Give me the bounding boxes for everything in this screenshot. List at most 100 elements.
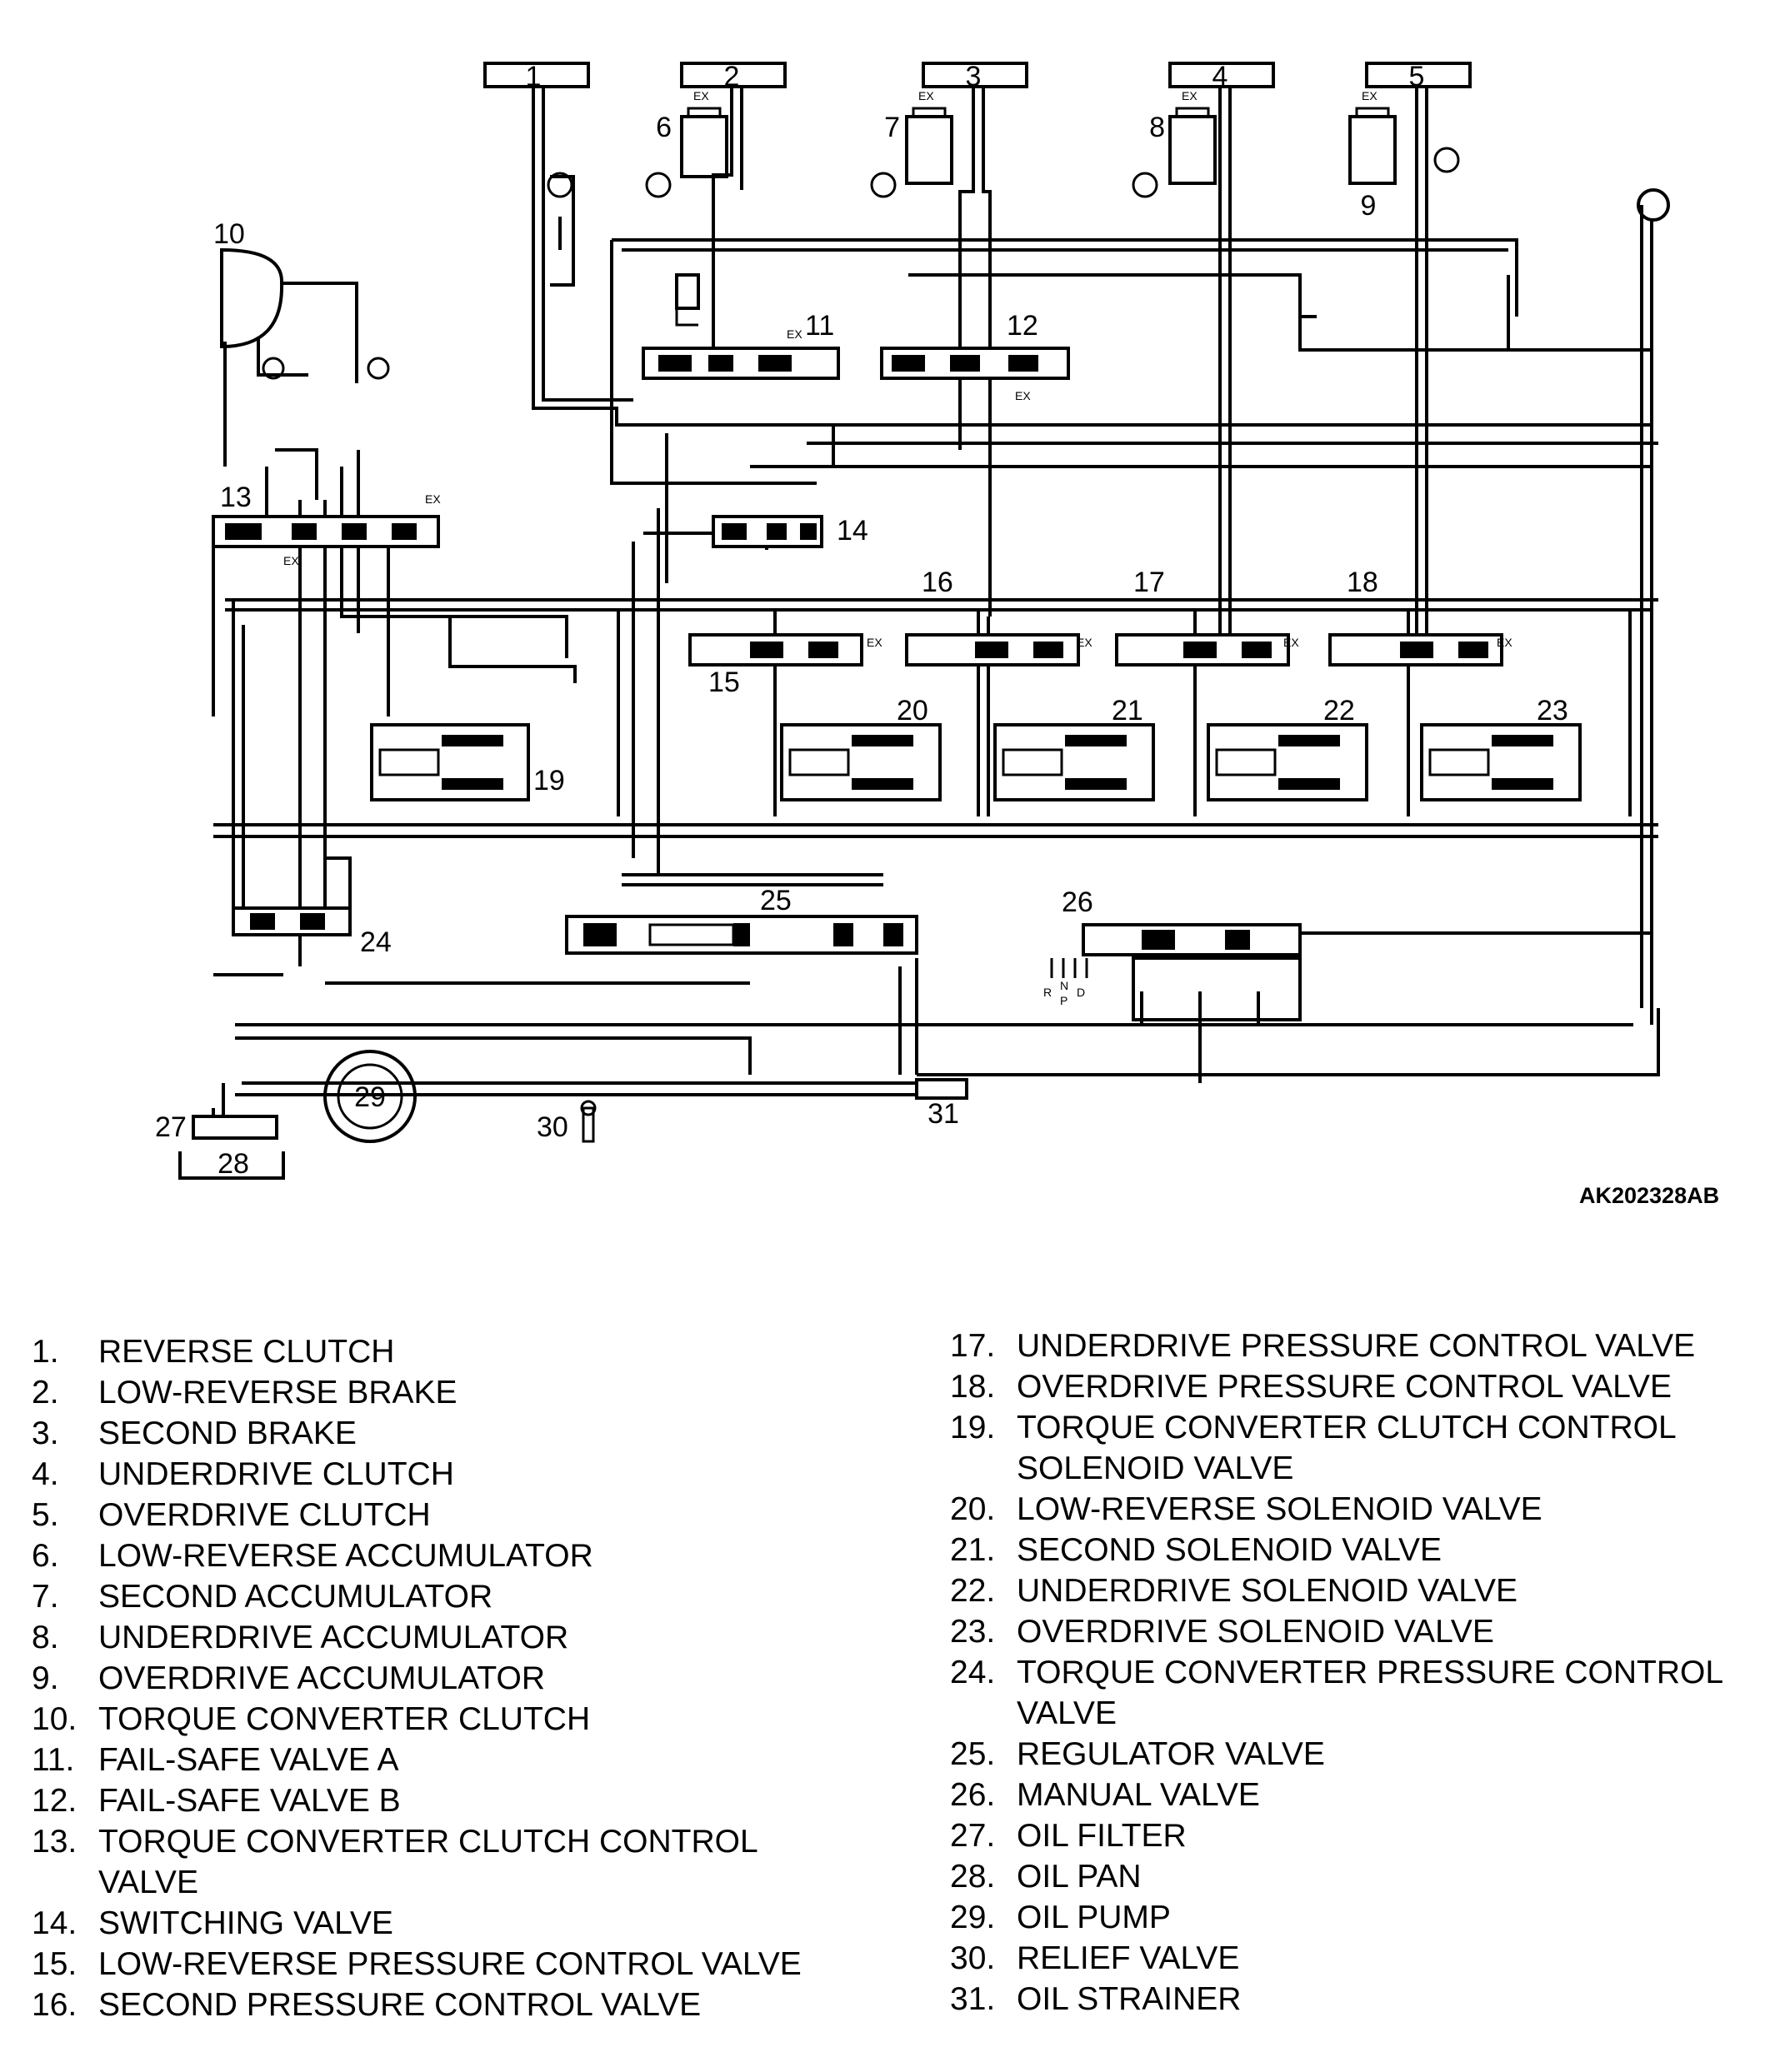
legend-item-number: 24.: [950, 1655, 996, 1690]
label-9: 9: [1361, 190, 1377, 222]
svg-text:EX: EX: [693, 89, 709, 102]
label-7: 7: [884, 112, 900, 143]
label-16: 16: [922, 567, 953, 598]
label-21: 21: [1112, 695, 1143, 726]
legend-item: 23.OVERDRIVE SOLENOID VALVE: [950, 1611, 1767, 1652]
legend-item-text: LOW-REVERSE ACCUMULATOR: [98, 1538, 593, 1574]
label-17: 17: [1133, 567, 1165, 598]
legend-item-text: OVERDRIVE CLUTCH: [98, 1497, 431, 1533]
shift-d: D: [1077, 986, 1085, 999]
svg-text:EX: EX: [425, 492, 441, 506]
label-4: 4: [1212, 61, 1228, 92]
legend-item-text: OIL FILTER: [1017, 1818, 1187, 1854]
legend-item: 24.TORQUE CONVERTER PRESSURE CONTROL VAL…: [950, 1652, 1767, 1734]
legend-item-number: 9.: [32, 1660, 59, 1696]
legend-item: 10. TORQUE CONVERTER CLUTCH: [32, 1699, 898, 1740]
legend-item: 19.TORQUE CONVERTER CLUTCH CONTROL SOLEN…: [950, 1407, 1767, 1489]
legend-item: 26. MANUAL VALVE: [950, 1775, 1767, 1815]
oil-pan: [178, 1151, 285, 1180]
legend-item-text: UNDERDRIVE CLUTCH: [98, 1456, 454, 1492]
tc-pressure-control-valve: [232, 856, 352, 936]
legend-item-number: 30.: [950, 1940, 996, 1976]
pump-and-reservoir: [178, 1050, 968, 1180]
legend-item: 22.UNDERDRIVE SOLENOID VALVE: [950, 1570, 1767, 1611]
legend-item-number: 16.: [32, 1987, 78, 2023]
solenoid-21: [993, 723, 1155, 801]
legend-item-text: FAIL-SAFE VALVE A: [98, 1742, 399, 1778]
legend-item-text: SECOND PRESSURE CONTROL VALVE: [98, 1987, 702, 2023]
top-boxes: 1 2 3 4 5: [483, 61, 1472, 92]
legend-item-number: 26.: [950, 1777, 996, 1813]
legend-item-text: UNDERDRIVE PRESSURE CONTROL VALVE: [1017, 1328, 1696, 1364]
legend-item-text: LOW-REVERSE PRESSURE CONTROL VALVE: [98, 1946, 802, 1982]
legend-item-text: OVERDRIVE ACCUMULATOR: [98, 1660, 545, 1696]
label-27: 27: [155, 1111, 187, 1143]
legend-item-text: LOW-REVERSE BRAKE: [98, 1375, 458, 1410]
legend-item-text: UNDERDRIVE ACCUMULATOR: [98, 1620, 569, 1655]
component-labels: 6 7 8 9 10 11 12 13 14 15 16 17 18 19 20…: [155, 112, 1568, 1180]
legend-item: 9. OVERDRIVE ACCUMULATOR: [32, 1658, 898, 1699]
label-14: 14: [837, 515, 868, 547]
legend-item-number: 22.: [950, 1573, 996, 1609]
legend-item-number: 1.: [32, 1334, 59, 1370]
label-1: 1: [526, 61, 542, 92]
legend-item: 11.FAIL-SAFE VALVE A: [32, 1740, 898, 1780]
label-18: 18: [1347, 567, 1378, 598]
legend-item-number: 3.: [32, 1415, 59, 1451]
legend-item-text: TORQUE CONVERTER CLUTCH CONTROL SOLENOID…: [1017, 1410, 1677, 1486]
legend-item-number: 31.: [950, 1981, 996, 2017]
legend-item-text: LOW-REVERSE SOLENOID VALVE: [1017, 1491, 1542, 1527]
shift-p: P: [1060, 994, 1068, 1007]
label-28: 28: [218, 1148, 249, 1180]
box-underdrive-clutch: [1168, 62, 1275, 88]
legend-item-text: MANUAL VALVE: [1017, 1777, 1260, 1813]
label-25: 25: [760, 885, 792, 916]
legend-item: 6.LOW-REVERSE ACCUMULATOR: [32, 1535, 898, 1576]
label-22: 22: [1323, 695, 1355, 726]
label-26: 26: [1062, 886, 1093, 918]
legend-item-number: 23.: [950, 1614, 996, 1650]
svg-text:EX: EX: [1015, 389, 1031, 402]
accumulator-8: EX: [1132, 89, 1217, 198]
tcc-control-valve: EX EX: [212, 492, 441, 567]
pcv-18: EX: [1328, 633, 1512, 667]
shift-r: R: [1043, 986, 1052, 999]
legend-item-text: OIL STRAINER: [1017, 1981, 1242, 2017]
solenoid-20: [780, 723, 942, 801]
label-2: 2: [724, 61, 740, 92]
legend-item-number: 13.: [32, 1824, 78, 1860]
legend-item-number: 17.: [950, 1328, 996, 1364]
hydraulic-circuit-diagram: 1 2 3 4 5 EX EX EX EX: [155, 61, 1670, 1180]
legend-item-text: TORQUE CONVERTER CLUTCH: [98, 1701, 591, 1737]
svg-text:EX: EX: [1077, 636, 1092, 649]
legend-item-number: 10.: [32, 1701, 78, 1737]
box-reverse-clutch: [483, 62, 590, 88]
legend-item: 7. SECOND ACCUMULATOR: [32, 1576, 898, 1617]
accumulator-9: EX: [1348, 89, 1460, 185]
legend-item-number: 25.: [950, 1736, 996, 1772]
legend-item-number: 2.: [32, 1375, 59, 1410]
legend-item: 29.OIL PUMP: [950, 1897, 1767, 1938]
legend-item-number: 4.: [32, 1456, 59, 1492]
hydraulic-lines: [212, 87, 1660, 1133]
svg-text:EX: EX: [1182, 89, 1198, 102]
svg-text:EX: EX: [1283, 636, 1299, 649]
legend-item-text: REGULATOR VALVE: [1017, 1736, 1325, 1772]
legend-item: 16. SECOND PRESSURE CONTROL VALVE: [32, 1985, 898, 2025]
svg-text:EX: EX: [867, 636, 882, 649]
legend-item-number: 7.: [32, 1579, 59, 1615]
solenoid-valves: [370, 723, 1582, 801]
switching-valve: [712, 515, 823, 548]
oil-pump: [323, 1050, 417, 1143]
legend-item-text: SECOND SOLENOID VALVE: [1017, 1532, 1442, 1568]
label-13: 13: [220, 482, 252, 513]
label-20: 20: [897, 695, 928, 726]
legend-item-text: SECOND ACCUMULATOR: [98, 1579, 493, 1615]
shift-n: N: [1060, 979, 1068, 992]
oil-filter: [192, 1115, 278, 1140]
legend-item-number: 14.: [32, 1905, 78, 1941]
legend-item: 30.RELIEF VALVE: [950, 1938, 1767, 1979]
accumulator-7: EX: [870, 89, 953, 198]
svg-text:EX: EX: [918, 89, 934, 102]
